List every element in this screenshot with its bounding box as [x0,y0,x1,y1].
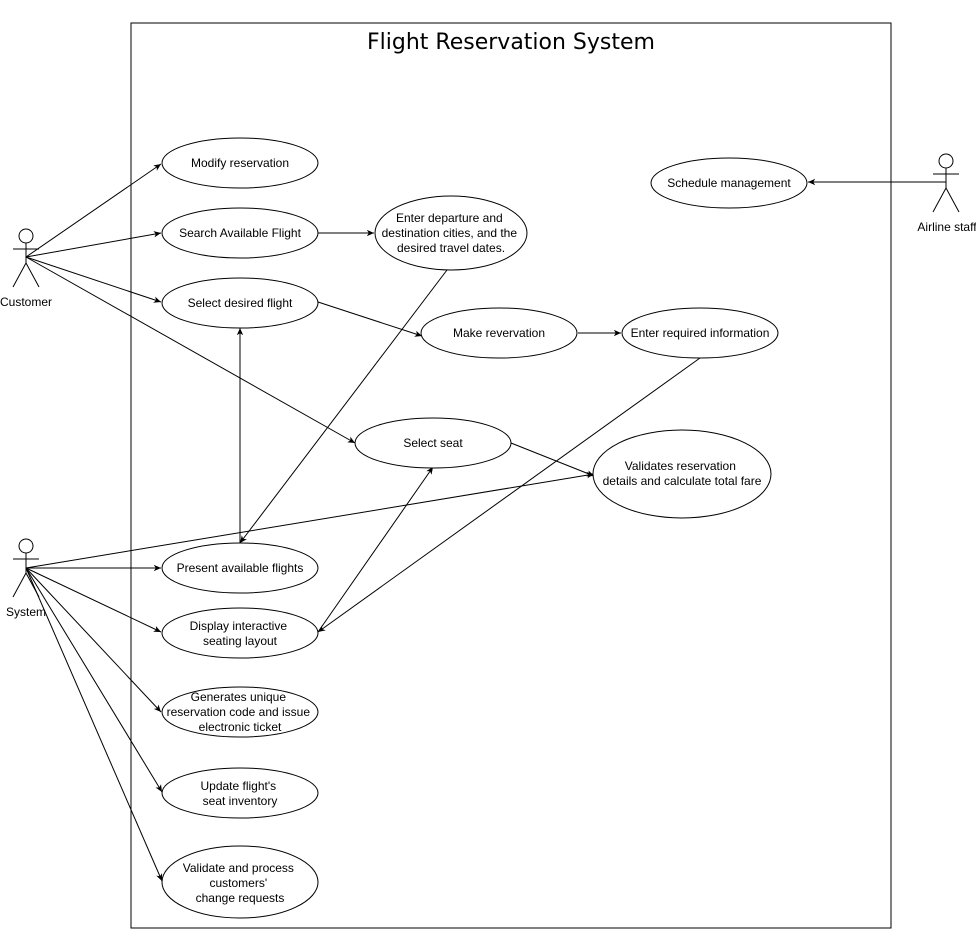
edge-select-flight-make [317,301,423,337]
usecase-search-available-flight [161,207,319,259]
usecase-validate-change-requests [161,845,319,919]
edge-system-generates [25,567,162,713]
usecase-display-seating-layout-label: Display interactive seating layout [190,619,291,648]
usecase-update-seat-inventory-label: Update flight's seat inventory [200,779,279,808]
system-boundary [130,22,892,929]
actor-customer [12,228,40,288]
edge-display-select-seat [317,466,434,633]
usecase-present-available-flights [161,542,319,594]
usecase-present-available-flights-label: Present available flights [177,561,304,575]
usecase-make-reservation [420,307,578,359]
usecase-select-seat [354,417,512,469]
edge-customer-select-seat [25,256,356,444]
actor-airline-staff [932,153,960,213]
usecase-modify-reservation [161,137,319,189]
edge-select-seat-validates [510,442,595,477]
system-title: Flight Reservation System [367,30,655,55]
usecase-generates-reservation-code-label: Generates unique reservation code and is… [167,690,314,734]
usecase-select-desired-flight-label: Select desired flight [188,296,293,310]
usecase-enter-required-information [621,307,779,359]
edge-system-update [25,567,163,793]
edge-enter-present [239,269,448,544]
usecase-validates-reservation-label: Validates reservation details and calcul… [603,459,762,488]
edge-customer-search [25,231,162,258]
actor-system-label: System [6,605,46,619]
usecase-modify-reservation-label: Modify reservation [191,156,289,170]
usecase-validate-change-requests-label: Validate and process customers' change r… [183,861,298,905]
usecase-select-desired-flight [161,277,319,329]
edge-enter-info-display [317,357,701,633]
usecase-enter-required-information-label: Enter required information [631,326,770,340]
usecase-update-seat-inventory [161,767,319,819]
edge-customer-modify [25,163,162,258]
usecase-display-seating-layout [161,607,319,659]
edge-system-validate-change [25,567,163,882]
usecase-select-seat-label: Select seat [403,436,463,450]
usecase-generates-reservation-code [161,686,319,738]
edge-system-display [25,567,162,633]
usecase-validates-reservation [592,429,772,519]
edge-system-validates [25,472,595,569]
usecase-search-available-flight-label: Search Available Flight [179,226,302,240]
actor-customer-label: Customer [0,295,52,309]
usecase-schedule-management-label: Schedule management [667,176,791,190]
edge-customer-select-flight [25,256,162,303]
usecase-enter-departure-label: Enter departure and destination cities, … [382,211,521,255]
usecase-enter-departure [374,195,528,271]
usecase-make-reservation-label: Make revervation [453,326,545,340]
usecase-schedule-management [650,157,808,209]
actor-airline-staff-label: Airline staff [917,220,976,234]
